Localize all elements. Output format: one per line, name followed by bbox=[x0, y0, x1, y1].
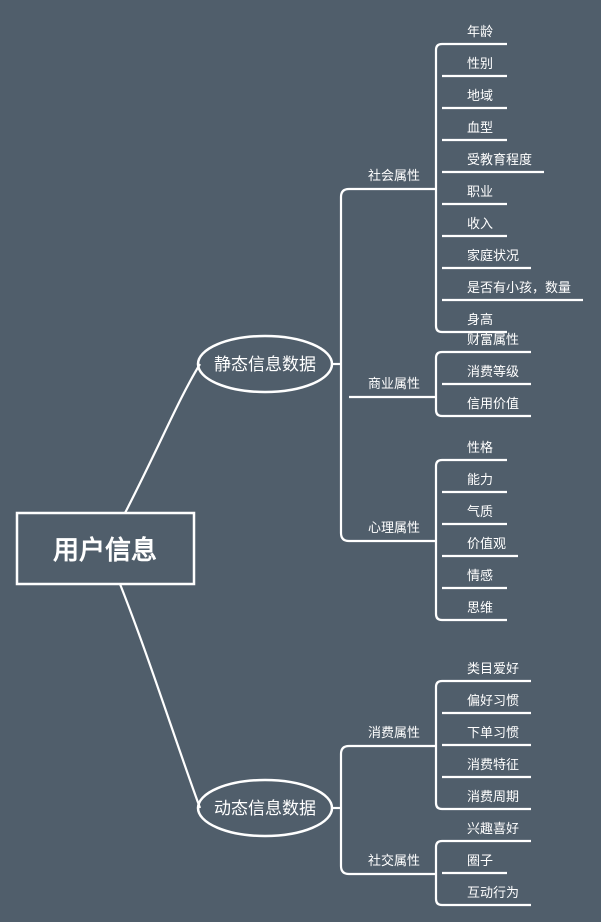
leaf-label[interactable]: 信用价值 bbox=[467, 396, 519, 412]
leaf-label[interactable]: 年龄 bbox=[467, 25, 493, 40]
leaf-spine bbox=[434, 839, 443, 907]
leaf-label[interactable]: 血型 bbox=[467, 121, 493, 136]
leaf-label[interactable]: 气质 bbox=[467, 504, 493, 520]
root-label: 用户信息 bbox=[53, 535, 157, 566]
branch-static-label: 静态信息数据 bbox=[214, 355, 316, 375]
leaf-spine bbox=[434, 458, 443, 622]
leaf-label[interactable]: 性格 bbox=[467, 440, 493, 456]
leaf-label[interactable]: 是否有小孩，数量 bbox=[467, 281, 571, 296]
leaf-label[interactable]: 价值观 bbox=[467, 536, 506, 552]
group-label[interactable]: 社交属性 bbox=[368, 853, 420, 869]
leaf-spine bbox=[434, 42, 443, 334]
leaf-label[interactable]: 消费周期 bbox=[467, 790, 519, 805]
leaf-label[interactable]: 能力 bbox=[467, 473, 493, 488]
root-to-static-connector bbox=[124, 363, 201, 514]
root-to-dynamic-connector bbox=[118, 583, 202, 809]
leaf-label[interactable]: 圈子 bbox=[467, 854, 493, 869]
leaf-label[interactable]: 财富属性 bbox=[467, 332, 519, 348]
leaf-label[interactable]: 家庭状况 bbox=[467, 248, 519, 264]
leaf-label[interactable]: 互动行为 bbox=[467, 886, 519, 901]
leaf-spine bbox=[434, 350, 443, 418]
leaf-label[interactable]: 性别 bbox=[467, 57, 493, 72]
leaf-label[interactable]: 地域 bbox=[467, 89, 493, 104]
root-node[interactable]: 用户信息 bbox=[15, 511, 196, 586]
branch-dynamic-label: 动态信息数据 bbox=[214, 799, 316, 819]
leaf-label[interactable]: 职业 bbox=[467, 185, 493, 200]
leaf-label[interactable]: 收入 bbox=[467, 217, 493, 232]
leaf-label[interactable]: 类目爱好 bbox=[467, 662, 519, 677]
group-label[interactable]: 心理属性 bbox=[368, 521, 420, 536]
leaf-label[interactable]: 兴趣喜好 bbox=[467, 822, 519, 837]
leaf-label[interactable]: 消费特征 bbox=[467, 758, 519, 773]
leaf-label[interactable]: 情感 bbox=[467, 568, 493, 584]
leaf-label[interactable]: 受教育程度 bbox=[467, 152, 532, 168]
group-label[interactable]: 消费属性 bbox=[368, 726, 420, 741]
group-label[interactable]: 社会属性 bbox=[368, 168, 420, 184]
branch-static[interactable]: 静态信息数据 bbox=[196, 334, 334, 394]
branch-1-spine bbox=[339, 744, 350, 876]
branch-dynamic[interactable]: 动态信息数据 bbox=[196, 778, 334, 838]
group-label[interactable]: 商业属性 bbox=[368, 377, 420, 392]
leaf-label[interactable]: 下单习惯 bbox=[467, 725, 519, 741]
branch-0-spine bbox=[339, 187, 350, 543]
leaf-spine bbox=[434, 679, 443, 811]
leaf-label[interactable]: 偏好习惯 bbox=[467, 693, 519, 709]
leaf-label[interactable]: 思维 bbox=[467, 601, 493, 616]
leaf-label[interactable]: 消费等级 bbox=[467, 364, 519, 380]
root-box bbox=[15, 511, 196, 586]
leaf-label[interactable]: 身高 bbox=[467, 312, 493, 328]
